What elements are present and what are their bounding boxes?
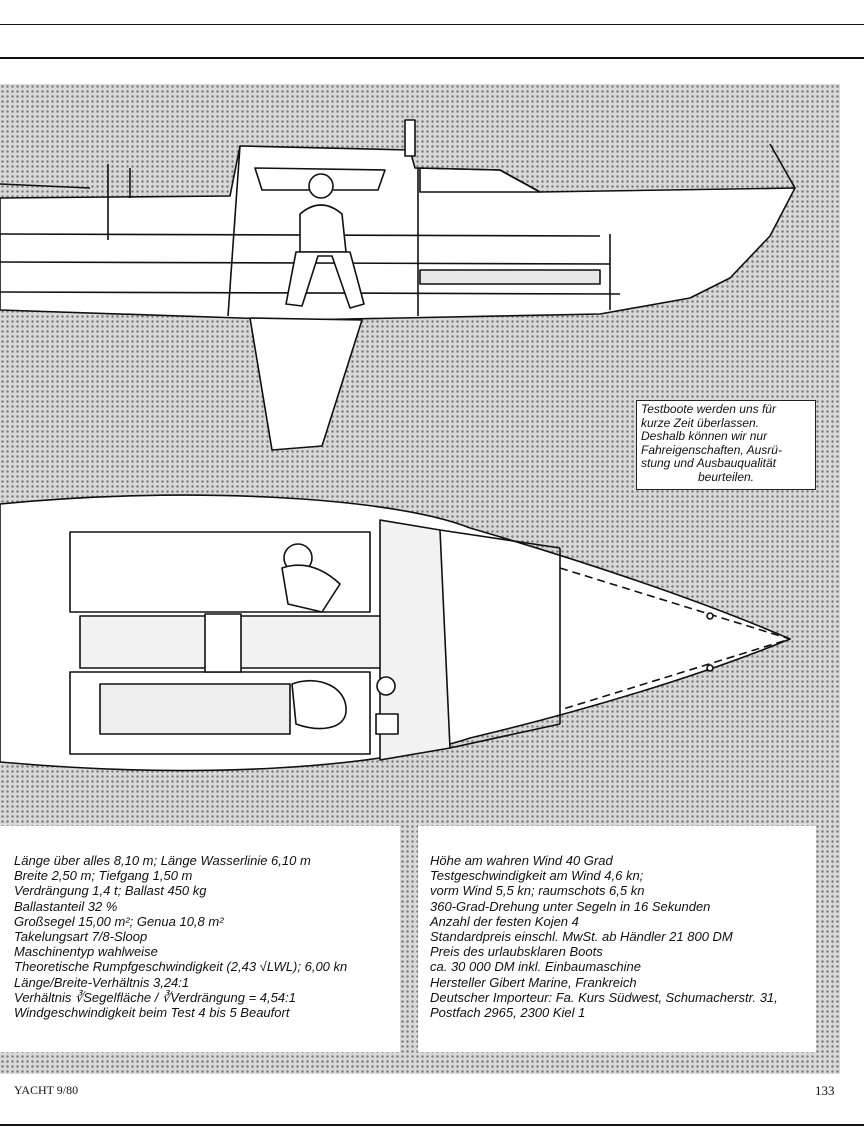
note-line: beurteilen. — [697, 469, 755, 484]
boat-drawings — [0, 119, 796, 772]
spec-line: Postfach 2965, 2300 Kiel 1 — [430, 1005, 586, 1021]
spec-line: vorm Wind 5,5 kn; raumschots 6,5 kn — [430, 883, 645, 899]
side-view-illustration — [0, 119, 796, 451]
note-line: Testboote werden uns für — [641, 402, 776, 416]
spec-line: Preis des urlaubsklaren Boots — [430, 944, 603, 960]
spec-line: Breite 2,50 m; Tiefgang 1,50 m — [14, 868, 193, 884]
spec-line: Testgeschwindigkeit am Wind 4,6 kn; — [430, 868, 644, 884]
top-rule-1 — [0, 24, 864, 25]
test-disclaimer-note: Testboote werden uns für kurze Zeit über… — [636, 400, 816, 490]
note-line: stung und Ausbauqualität — [641, 456, 776, 470]
spec-line: ca. 30 000 DM inkl. Einbaumaschine — [430, 959, 642, 975]
spec-line: Länge/Breite-Verhältnis 3,24:1 — [14, 974, 190, 990]
spec-line: 360-Grad-Drehung unter Segeln in 16 Seku… — [430, 898, 711, 914]
spec-line: Maschinentyp wahlweise — [14, 944, 158, 960]
specs-left-panel: Länge über alles 8,10 m; Länge Wasserlin… — [0, 826, 400, 1052]
note-line: Fahreigenschaften, Ausrü- — [641, 442, 782, 457]
spec-line: Standardpreis einschl. MwSt. ab Händler … — [430, 929, 733, 945]
spec-line: Windgeschwindigkeit beim Test 4 bis 5 Be… — [14, 1005, 290, 1021]
magazine-issue: YACHT 9/80 — [14, 1083, 79, 1097]
spec-line: Verdrängung 1,4 t; Ballast 450 kg — [14, 883, 207, 899]
spec-line: Länge über alles 8,10 m; Länge Wasserlin… — [14, 853, 311, 868]
spec-line: Ballastanteil 32 % — [14, 898, 118, 914]
spec-line: Hersteller Gibert Marine, Frankreich — [430, 974, 637, 990]
top-rule-2 — [0, 57, 864, 59]
spec-line: Theoretische Rumpfgeschwindigkeit (2,43 … — [14, 959, 348, 975]
specs-right-panel: Höhe am wahren Wind 40 Grad Testgeschwin… — [418, 826, 816, 1052]
bottom-rule — [0, 1124, 864, 1126]
spec-line: Großsegel 15,00 m²; Genua 10,8 m² — [14, 913, 224, 929]
spec-line: Verhältnis ∛Segelfläche / ∛Verdrängung =… — [14, 989, 296, 1005]
spec-line: Deutscher Importeur: Fa. Kurs Südwest, S… — [430, 989, 778, 1005]
spec-line: Höhe am wahren Wind 40 Grad — [430, 853, 613, 868]
spec-line: Takelungsart 7/8-Sloop — [14, 929, 148, 945]
note-line: Deshalb können wir nur — [641, 429, 768, 443]
spec-line: Anzahl der festen Kojen 4 — [430, 913, 579, 929]
plan-view-illustration — [0, 494, 791, 772]
note-line: kurze Zeit überlassen. — [641, 415, 760, 430]
page-number: 133 — [815, 1083, 835, 1098]
